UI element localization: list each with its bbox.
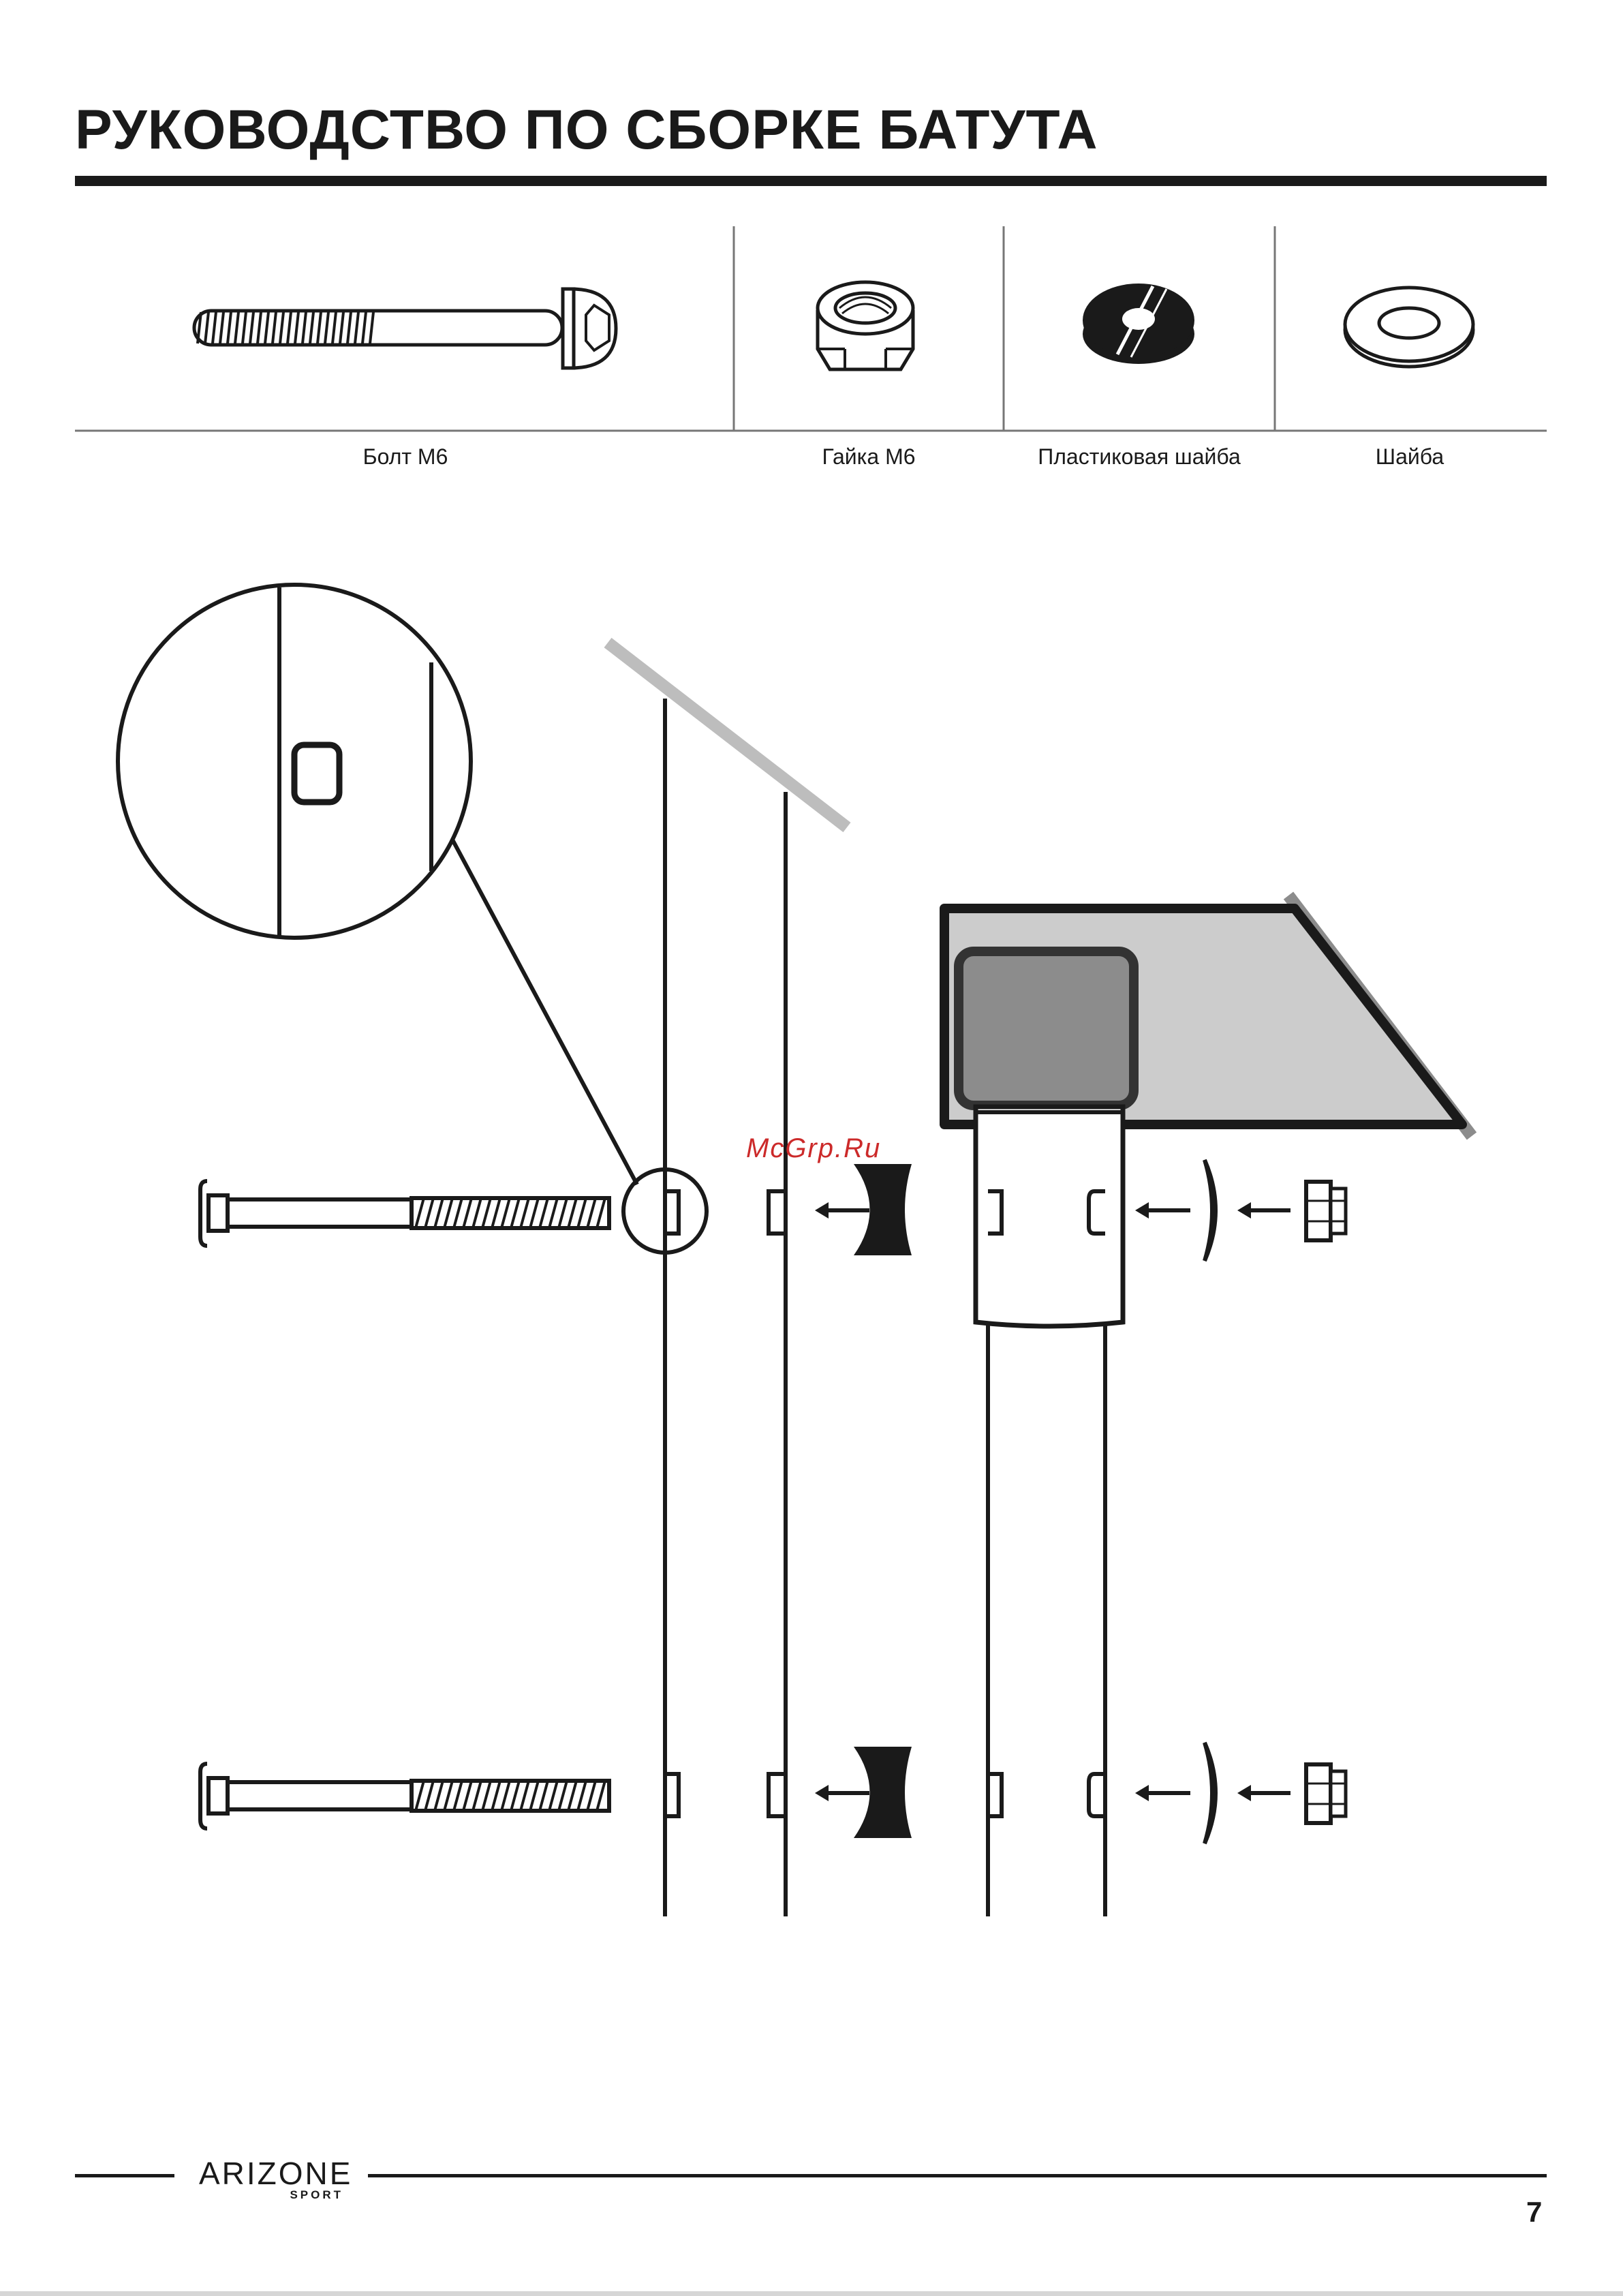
- bolt-icon: [200, 1764, 609, 1828]
- parts-table: [0, 218, 1623, 436]
- nut-icon: [1306, 1764, 1346, 1823]
- part-label-nut: Гайка М6: [822, 444, 915, 470]
- washer-icon: [1205, 1743, 1216, 1843]
- arrow-left-icon: [815, 1785, 869, 1801]
- plastic-washer-icon: [1083, 284, 1194, 364]
- assembly-row-bottom: [200, 1743, 1346, 1843]
- page-number: 7: [1526, 2196, 1542, 2229]
- washer-icon: [1345, 288, 1473, 367]
- arrow-left-icon: [1135, 1785, 1190, 1801]
- bolt-icon: [194, 289, 616, 368]
- magnifier-leader-line: [452, 840, 637, 1184]
- arrow-left-icon: [1237, 1785, 1290, 1801]
- part-label-plastic-washer: Пластиковая шайба: [1038, 444, 1241, 470]
- magnifier-detail: [118, 585, 707, 1253]
- arrow-left-icon: [1237, 1202, 1290, 1219]
- title-underline: [75, 176, 1547, 186]
- arrow-left-icon: [815, 1202, 869, 1219]
- footer-rule-left: [75, 2174, 174, 2177]
- watermark-text: McGrp.Ru: [746, 1133, 881, 1164]
- brand-subtitle: SPORT: [290, 2189, 343, 2201]
- page-bottom-edge: [0, 2291, 1623, 2296]
- part-label-washer: Шайба: [1376, 444, 1444, 470]
- assembly-diagram: [0, 572, 1623, 1935]
- square-hole-icon: [294, 745, 339, 802]
- part-label-bolt: Болт М6: [363, 444, 448, 470]
- page-title: РУКОВОДСТВО ПО СБОРКЕ БАТУТА: [75, 102, 1098, 158]
- washer-icon: [1205, 1160, 1216, 1261]
- bolt-icon: [200, 1181, 609, 1246]
- nut-icon: [818, 282, 913, 369]
- assembly-row-top: [200, 1160, 1346, 1261]
- nut-icon: [1306, 1182, 1346, 1240]
- brand-logo: ARIZONE SPORT: [199, 2158, 343, 2205]
- t-connector: [944, 908, 1462, 1326]
- frame-rod-left: [608, 643, 847, 827]
- brand-name: ARIZONE: [199, 2158, 352, 2189]
- footer-rule-right: [368, 2174, 1547, 2177]
- arrow-left-icon: [1135, 1202, 1190, 1219]
